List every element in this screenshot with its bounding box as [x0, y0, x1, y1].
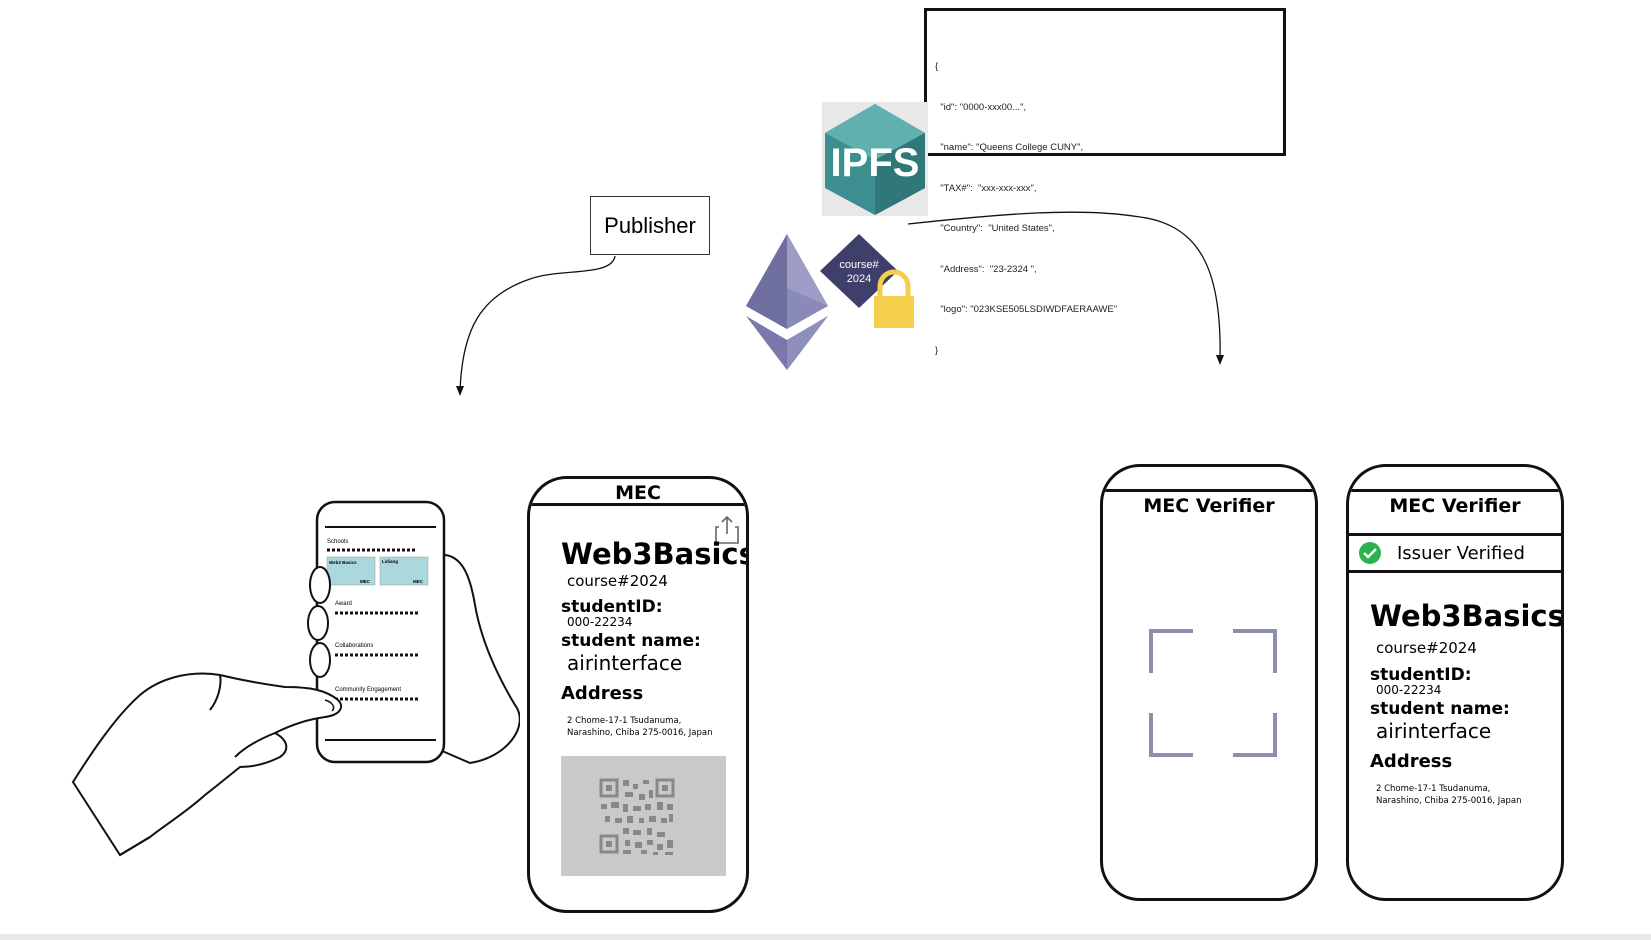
phone-section-label: Collaborations: [335, 643, 373, 649]
json-line: {: [935, 61, 939, 72]
mec-credential-card: MEC Web3Basics course#2024 studentID: 00…: [527, 476, 749, 913]
json-line: "TAX#": "xxx-xxx-xxx",: [935, 182, 1037, 194]
ethereum-icon: [746, 234, 828, 370]
student-id-label: studentID:: [1370, 665, 1472, 685]
verifier-result-card: MEC Verifier Issuer Verified Web3Basics …: [1346, 464, 1564, 901]
student-name-label: student name:: [1370, 699, 1510, 719]
phone-badge-footer: MEC: [413, 579, 424, 584]
lock-icon: [874, 269, 914, 328]
course-badge-line1: course#: [839, 259, 879, 271]
address-value: 2 Chome-17-1 Tsudanuma, Narashino, Chiba…: [1376, 784, 1522, 806]
card-header: MEC Verifier: [1389, 495, 1521, 517]
student-id-value: 000-22234: [567, 615, 633, 629]
course-title: Web3Basics: [561, 537, 749, 571]
phone-badge: Lidiang: [382, 559, 398, 564]
phone-badge-footer: MEC: [360, 579, 371, 584]
student-name-label: student name:: [561, 631, 701, 651]
course-badge-line2: 2024: [847, 273, 871, 285]
card-header: MEC: [615, 482, 661, 504]
arrowhead-icon: [456, 386, 464, 396]
ipfs-logo: IPFS: [822, 102, 928, 216]
address-label: Address: [561, 683, 644, 704]
card-divider: [1103, 489, 1315, 492]
json-line: "Country": "United States",: [935, 223, 1055, 234]
verifier-arrow: [907, 211, 1221, 361]
course-number: course#2024: [567, 572, 668, 590]
card-divider: [530, 503, 746, 506]
json-line: "name": "Queens College CUNY",: [935, 142, 1084, 153]
hand-phone-illustration: Schools Web3 Basics Lidiang MEC MEC Awar…: [71, 500, 520, 857]
issuer-status-row: Issuer Verified: [1349, 533, 1561, 573]
bottom-bar: [0, 934, 1651, 940]
json-line: "id": "0000-xxx00...",: [935, 101, 1027, 113]
student-name-value: airinterface: [1376, 719, 1492, 743]
verifier-scan-card: MEC Verifier: [1100, 464, 1318, 901]
qr-code: [561, 756, 726, 876]
phone-section-label: Award: [335, 601, 352, 607]
phone-section-label: Schools: [327, 539, 348, 545]
publisher-label: Publisher: [590, 196, 710, 255]
json-line: "logo": "023KSE505LSDIWDFAERAAWE": [935, 304, 1118, 315]
check-circle-icon: [1359, 542, 1381, 564]
card-divider: [1349, 489, 1561, 492]
scan-frame-icon[interactable]: [1149, 629, 1277, 757]
share-icon[interactable]: [714, 515, 740, 545]
student-id-label: studentID:: [561, 597, 663, 617]
publisher-arrow: [459, 255, 616, 393]
phone-section-label: Community Engagement: [335, 687, 401, 693]
phone-badge: Web3 Basics: [329, 560, 357, 565]
issuer-status: Issuer Verified: [1397, 543, 1525, 564]
ipfs-logo-text: IPFS: [831, 141, 920, 185]
course-number: course#2024: [1376, 639, 1477, 657]
json-line: "Address": "23-2324 ",: [935, 263, 1037, 275]
card-header: MEC Verifier: [1143, 495, 1275, 517]
address-label: Address: [1370, 751, 1453, 772]
student-id-value: 000-22234: [1376, 683, 1442, 697]
qr-code-icon: [599, 778, 675, 855]
json-line: }: [935, 344, 939, 356]
address-value: 2 Chome-17-1 Tsudanuma, Narashino, Chiba…: [567, 716, 713, 738]
arrowhead-icon: [1216, 355, 1224, 365]
ipfs-json-record: { "id": "0000-xxx00...", "name": "Queens…: [924, 8, 1286, 356]
student-name-value: airinterface: [567, 651, 683, 675]
course-title: Web3Basics: [1370, 599, 1564, 633]
